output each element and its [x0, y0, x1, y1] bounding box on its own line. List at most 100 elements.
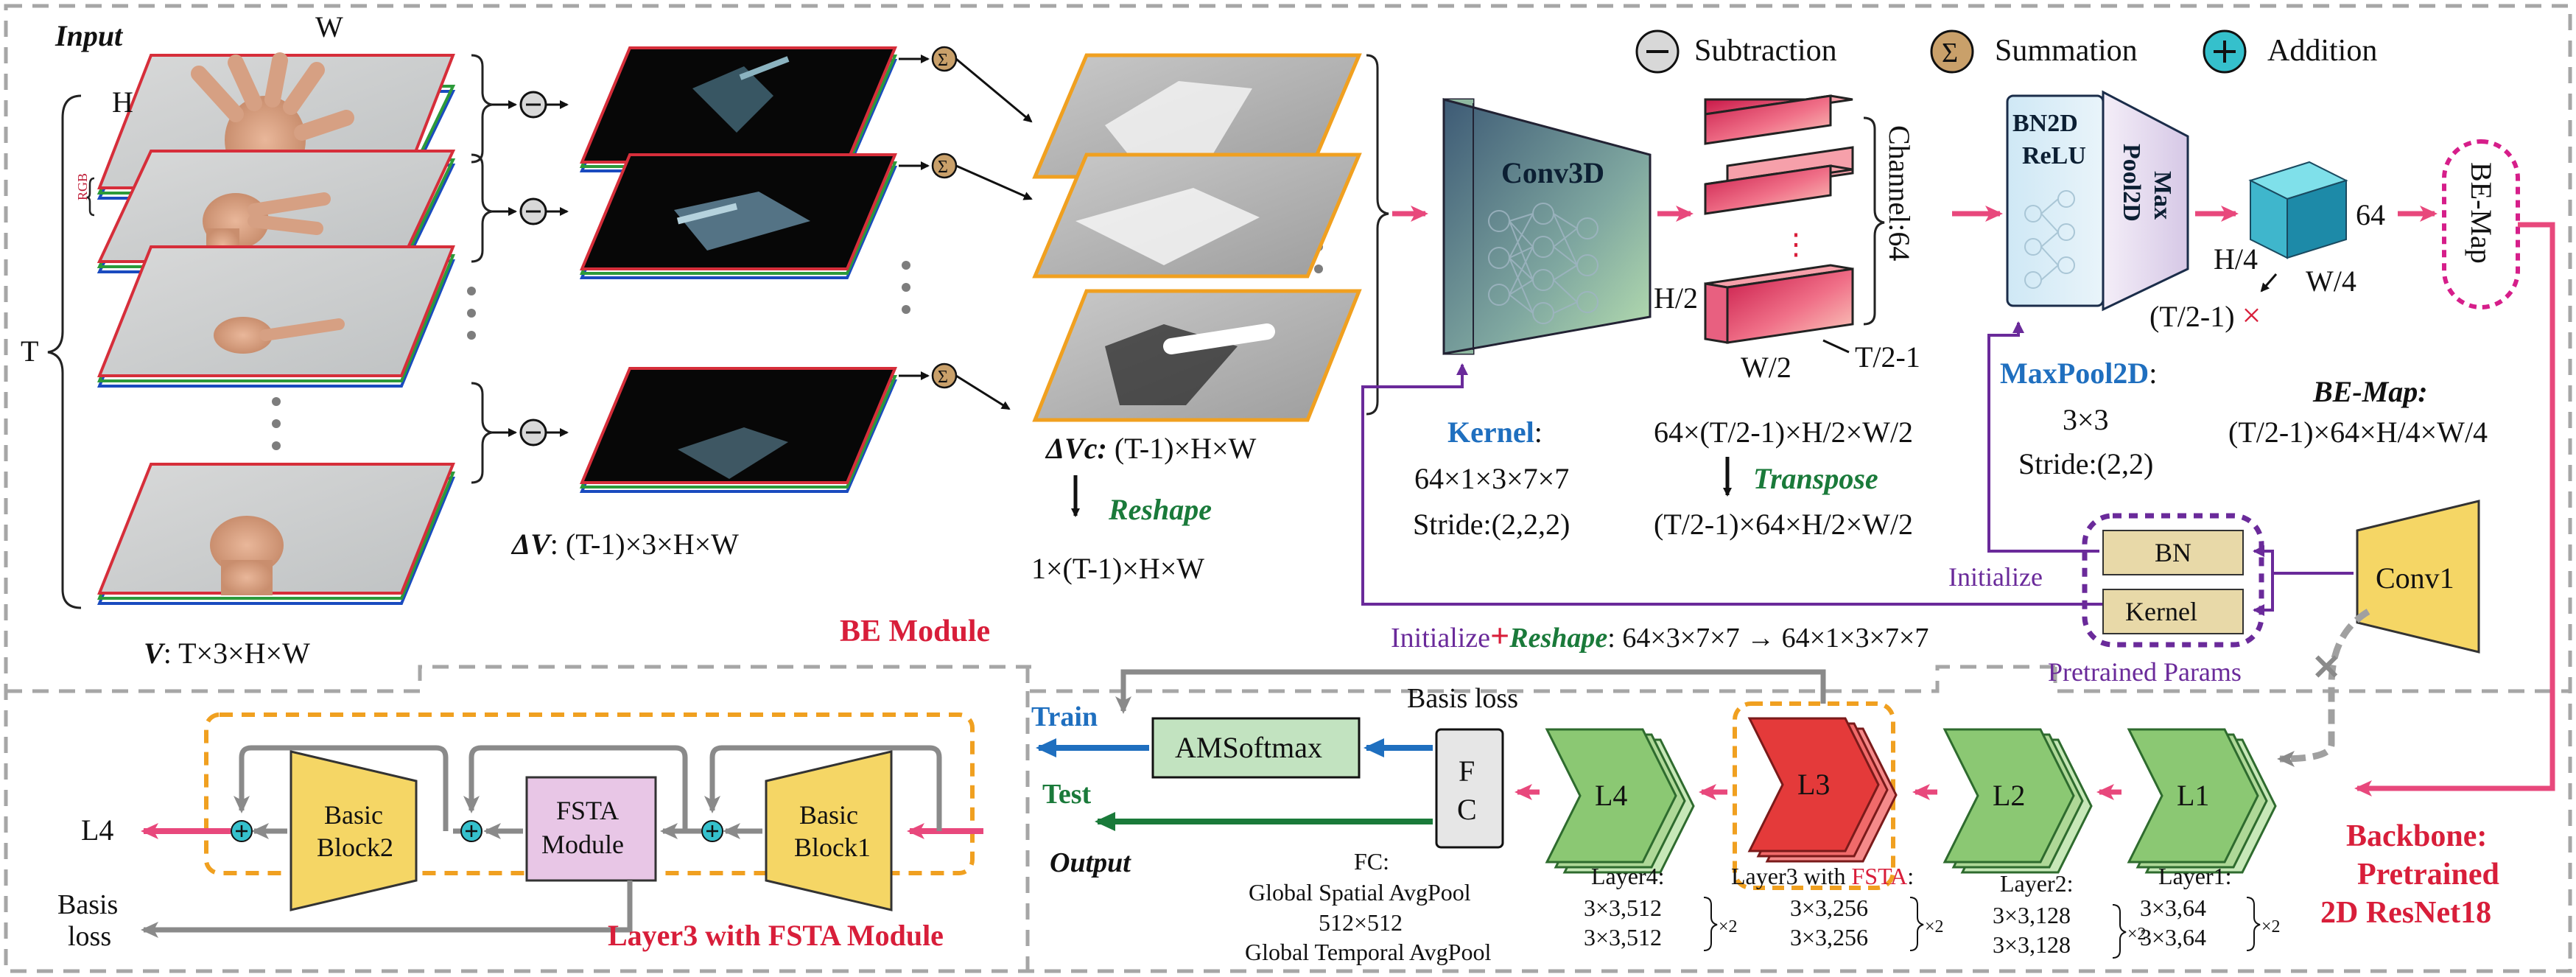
- init-line-conv3d: [1361, 363, 2217, 606]
- delta-v-frames: [579, 46, 898, 493]
- l4-label: L4: [1595, 779, 1627, 812]
- be-map-badge: [2442, 139, 2520, 309]
- delta-v-caption: ΔV: (T-1)×3×H×W: [510, 528, 739, 561]
- channel-brace: [1863, 116, 1885, 326]
- basic-block2: [289, 750, 418, 911]
- delta-vc-frames: [1032, 53, 1362, 422]
- reshape-shape: 1×(T-1)×H×W: [1031, 552, 1204, 585]
- init-line-bn: [1987, 321, 2099, 553]
- backbone-line3: 2D ResNet18: [2320, 896, 2491, 930]
- fsta-module-label1: FSTA: [556, 796, 619, 825]
- t2-pointer: [1822, 339, 1850, 354]
- input-frames: [96, 52, 476, 605]
- legend-addition-icon: [2203, 29, 2247, 74]
- train-label: Train: [1031, 701, 1098, 732]
- bn-param: [2102, 530, 2244, 575]
- init-line-kernel-source: [2253, 572, 2354, 616]
- layer4-row1: 3×3,512: [1584, 894, 1662, 921]
- layer4-title: Layer4:: [1591, 863, 1665, 889]
- fc-line2: 512×512: [1319, 909, 1403, 936]
- dim-w-label: W: [315, 10, 343, 43]
- fsta-basis-label2: loss: [68, 921, 111, 952]
- basis-loss-line: [1115, 669, 1826, 714]
- hand-image-4: [210, 516, 284, 595]
- h2-label: H/2: [1654, 281, 1698, 315]
- conv3d-label: Conv3D: [1501, 156, 1604, 189]
- layer1-row1: 3×3,64: [2140, 894, 2206, 921]
- fsta-basis-label1: Basis: [57, 889, 118, 920]
- basic-block1-label2: Block1: [794, 833, 871, 862]
- layer2-row1: 3×3,128: [1993, 902, 2071, 928]
- layer3-times: ×2: [1925, 917, 1944, 936]
- kernel-param: [2102, 589, 2244, 634]
- be-map-label: BE-Map: [2465, 162, 2498, 264]
- be-map-shape: (T/2-1)×64×H/4×W/4: [2228, 416, 2488, 449]
- rgb-label: RGB: [75, 173, 90, 200]
- l2-label: L2: [1993, 779, 2025, 812]
- layer4-row2: 3×3,512: [1584, 924, 1662, 950]
- addition-icon-3: [701, 820, 723, 842]
- nn-icon-small: [2024, 190, 2075, 289]
- pair-braces: [471, 54, 493, 484]
- svg-text:Σ: Σ: [1942, 38, 1958, 69]
- maxpool-title: MaxPool2D:: [2000, 357, 2157, 390]
- subtraction-icon-1: [519, 91, 547, 119]
- layer-descriptions: Layer1: 3×3,64 3×3,64 ×2 Layer2: 3×3,128…: [1584, 863, 2281, 959]
- feature-maps: ⋮: [1704, 94, 1854, 344]
- subtraction-icon-3: [519, 419, 547, 447]
- relu-label: ReLU: [2022, 142, 2086, 169]
- hand-image-3: [214, 317, 345, 354]
- layer3-row2: 3×3,256: [1790, 924, 1868, 950]
- fsta-detail-title: Layer3 with FSTA Module: [608, 919, 944, 952]
- delta-v-stack-3: [579, 367, 898, 493]
- dim-t-label: T: [21, 335, 38, 368]
- rgb-brace: [86, 177, 95, 217]
- nn-icon: [1488, 203, 1598, 324]
- fc-line1: Global Spatial AvgPool: [1249, 879, 1471, 906]
- legend-summation-icon: Σ: [1930, 29, 1974, 74]
- input-frame-stack-4: [97, 463, 455, 605]
- t-brace: [47, 94, 82, 609]
- amsoftmax-label: AMSoftmax: [1175, 731, 1322, 764]
- conv1-label: Conv1: [2376, 561, 2454, 595]
- basic-block2-label2: Block2: [317, 833, 393, 862]
- layer-l4: L4: [1545, 728, 1695, 874]
- layer3-title: Layer3 with FSTA:: [1731, 863, 1914, 889]
- be-module-label: BE Module: [840, 614, 990, 648]
- svg-text:Σ: Σ: [938, 158, 948, 177]
- init-line-bn-source: [2253, 545, 2354, 575]
- conv3d-stride: Stride:(2,2,2): [1413, 508, 1570, 541]
- svg-text:Σ: Σ: [938, 51, 948, 70]
- be-map-title: BE-Map:: [2312, 375, 2428, 408]
- reshape-label: Reshape: [1108, 493, 1212, 526]
- legend-summation-label: Summation: [1995, 34, 2138, 68]
- cube-pointer: [2260, 273, 2278, 293]
- legend-subtraction-label: Subtraction: [1694, 34, 1837, 68]
- vc-brace: [1366, 54, 1389, 416]
- feature-map-2: [1704, 146, 1854, 215]
- layer-chevrons: L1 L2 L3 L4: [1515, 701, 2277, 890]
- t2-label: T/2-1: [1855, 340, 1920, 374]
- legend-subtraction-icon: [1635, 29, 1680, 74]
- w2-label: W/2: [1741, 351, 1791, 384]
- layer2-times: ×2: [2127, 925, 2147, 944]
- fsta-detail: Basic Block1 FSTA Module Basic Block2 L4…: [57, 712, 983, 952]
- layer1-times: ×2: [2261, 917, 2281, 936]
- layer2-title: Layer2:: [2000, 870, 2074, 897]
- addition-icon-2: [460, 820, 482, 842]
- test-label: Test: [1042, 779, 1092, 810]
- fc-label-f: F: [1459, 754, 1475, 788]
- addition-icon-1: [231, 820, 253, 842]
- basic-block1: [765, 750, 893, 911]
- cube-c: 64: [2356, 198, 2385, 231]
- fsta-module-label2: Module: [541, 830, 624, 859]
- fsta-module: [525, 776, 657, 882]
- panel-frames: [4, 4, 2572, 973]
- basis-loss-label: Basis loss: [1407, 683, 1518, 714]
- layer2-row2: 3×3,128: [1993, 931, 2071, 958]
- fc-block: [1435, 728, 1504, 849]
- fsta-l4-label: L4: [81, 813, 113, 847]
- kernel-value: 64×1×3×7×7: [1414, 462, 1569, 495]
- amsoftmax-block: [1151, 717, 1361, 779]
- delta-vc-caption: ΔVc: (T-1)×H×W: [1045, 432, 1257, 465]
